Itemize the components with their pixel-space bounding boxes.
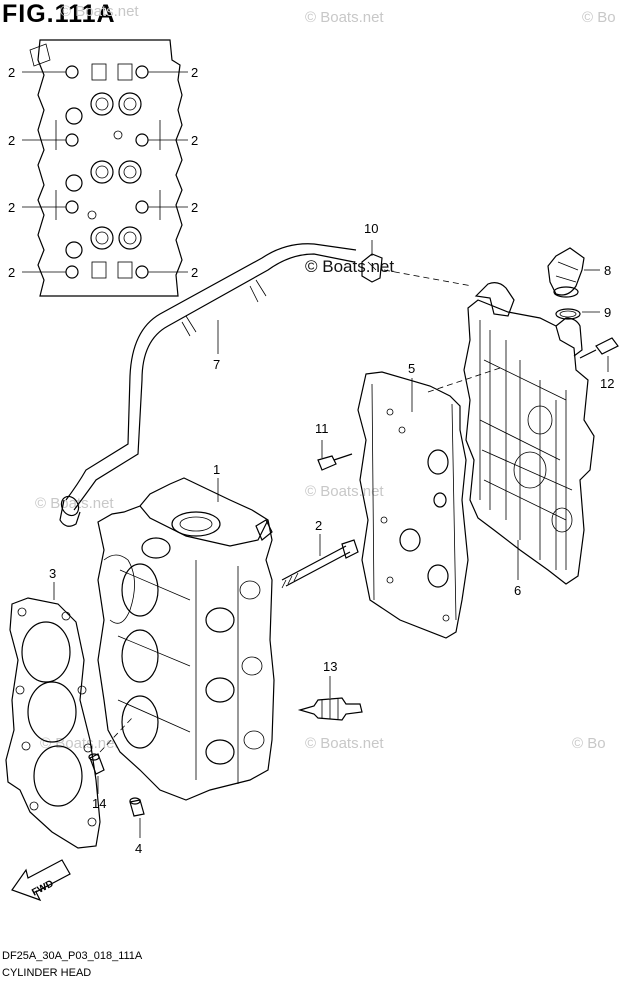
callout-bolt: 2 [191,200,198,215]
callout-3: 3 [49,566,56,581]
callout-6: 6 [514,583,521,598]
diagram-name: CYLINDER HEAD [2,967,92,979]
callout-12: 12 [600,376,614,391]
callout-14: 14 [92,796,106,811]
watermark: © Bo [582,9,616,26]
watermark: © Boats.net [60,3,139,20]
cylinder-head-part-1: 1 [97,462,275,801]
callout-9: 9 [604,305,611,320]
fwd-label: FWD [30,878,55,898]
fwd-arrow: FWD [11,859,71,902]
o-ring-part-9: 9 [555,305,611,320]
callout-10: 10 [364,221,378,236]
spark-plug-part-13: 13 [297,659,363,721]
callout-bolt: 2 [8,65,15,80]
bolt-part-12: 12 [579,337,619,391]
watermarks: © Boats.net © Boats.net © Bo © Boats.net… [35,3,616,752]
callout-8: 8 [604,263,611,278]
callout-bolt: 2 [8,200,15,215]
callout-11: 11 [315,421,329,436]
diagram-code: DF25A_30A_P03_018_111A [2,950,143,962]
callout-5: 5 [408,361,415,376]
callout-bolt: 2 [8,133,15,148]
figure-title: FIG.111A [2,0,116,28]
water-hose-part-7: 7 [59,243,357,527]
head-bolt-part-2: 2 [281,518,359,589]
callout-bolt: 2 [191,65,198,80]
watermark: © Bo [572,735,606,752]
callout-13: 13 [323,659,337,674]
watermark: © Boats.net [40,735,119,752]
watermark: © Boats.net [305,483,384,500]
callout-bolt: 2 [191,265,198,280]
head-bolt-inset: 2 2 2 2 2 2 2 2 [8,39,198,297]
hose-clamp-part-10: 10 [361,221,473,287]
watermark: © Boats.net [35,495,114,512]
cover-gasket-part-5: 5 [357,361,469,639]
watermark: © Boats.net [305,257,394,276]
head-gasket-part-3: 3 [5,566,101,849]
dowel-part-4: 4 [129,797,145,856]
watermark: © Boats.net [305,9,384,26]
callout-4: 4 [135,841,142,856]
bolt-part-11: 11 [315,421,353,471]
callout-bolt: 2 [8,265,15,280]
callout-bolt: 2 [191,133,198,148]
callout-7: 7 [213,357,220,372]
dowel-part-14: 14 [88,717,133,811]
watermark: © Boats.net [305,735,384,752]
head-cover-part-6: 6 [427,282,595,598]
callout-2: 2 [315,518,322,533]
callout-1: 1 [213,462,220,477]
cap-part-8: 8 [547,247,611,298]
